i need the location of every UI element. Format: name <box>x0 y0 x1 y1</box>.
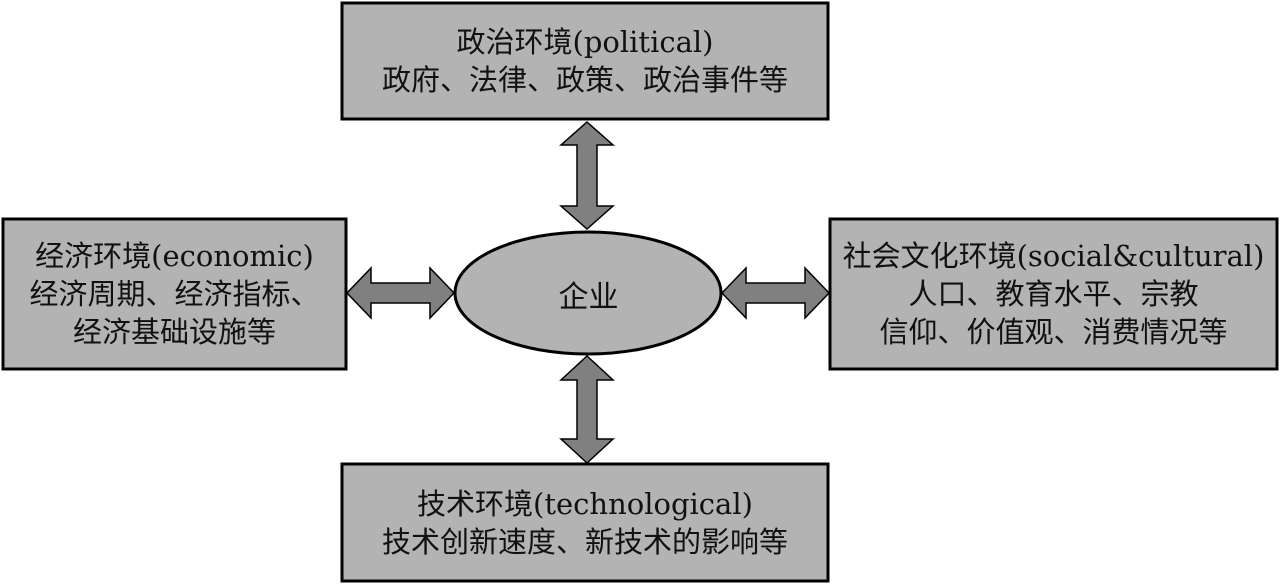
social-box <box>828 217 1279 371</box>
arrow-left <box>345 266 456 320</box>
technological-text: 技术环境(technological) 技术创新速度、新技术的影响等 <box>342 464 828 581</box>
economic-title: 经济环境(economic) <box>35 239 314 273</box>
technological-detail: 技术创新速度、新技术的影响等 <box>381 524 788 559</box>
social-detail-1: 人口、教育水平、宗教 <box>908 277 1199 311</box>
economic-detail-1: 经济周期、经济指标、 <box>29 277 320 311</box>
enterprise-label: 企业 <box>558 279 619 315</box>
social-text: 社会文化环境(social&cultural) 人口、教育水平、宗教 信仰、价值… <box>830 219 1277 369</box>
arrow-right <box>720 266 831 320</box>
social-title: 社会文化环境(social&cultural) <box>842 239 1265 273</box>
political-title: 政治环境(political) <box>456 25 714 59</box>
technological-box <box>340 462 830 583</box>
political-box <box>340 1 830 121</box>
economic-detail-2: 经济基础设施等 <box>72 315 276 349</box>
economic-text: 经济环境(economic) 经济周期、经济指标、 经济基础设施等 <box>3 219 346 369</box>
economic-box <box>1 217 348 371</box>
political-text: 政治环境(political) 政府、法律、政策、政治事件等 <box>342 3 828 119</box>
arrow-top <box>559 120 615 231</box>
social-detail-2: 信仰、价值观、消费情况等 <box>879 315 1228 349</box>
technological-title: 技术环境(technological) <box>417 486 753 521</box>
political-detail: 政府、法律、政策、政治事件等 <box>381 63 788 97</box>
arrow-bottom <box>559 354 615 465</box>
